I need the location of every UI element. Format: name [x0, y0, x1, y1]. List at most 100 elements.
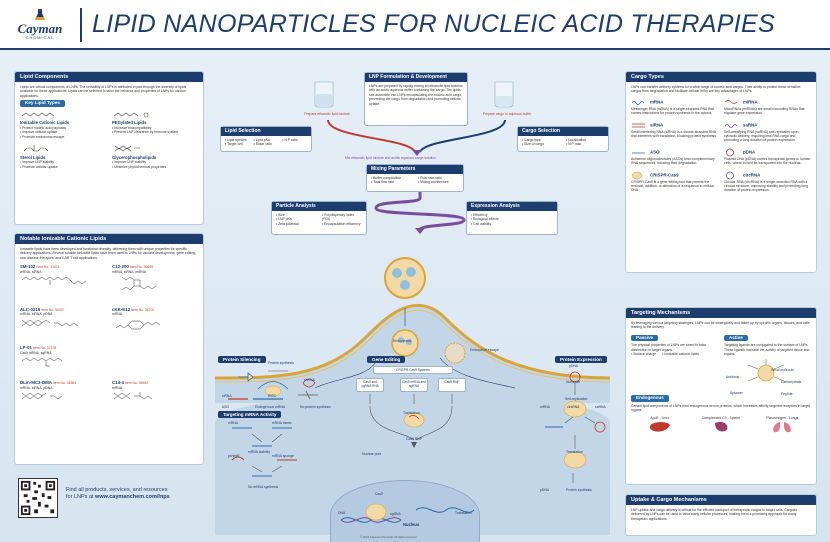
- footer-text: Find all products, services, and resourc…: [66, 487, 170, 500]
- mix-label: Mix ethanolic lipid mixture and acidic a…: [345, 156, 437, 160]
- sterol-lipid-icon: [23, 145, 49, 152]
- lipid-entry[interactable]: [112, 346, 198, 369]
- protein-silencing-heading: Protein Silencing: [218, 356, 266, 363]
- chemical-structure-icon: [21, 392, 63, 400]
- organ-spleen: Complement C3 - Spleen: [692, 416, 749, 436]
- qr-code-icon[interactable]: [18, 478, 58, 518]
- header-divider: [80, 8, 82, 42]
- lipid-components-intro: Lipids are critical components of LNPs. …: [20, 85, 187, 98]
- pdna-icon: [726, 148, 734, 157]
- translation-label: Translation: [403, 411, 420, 415]
- pshmir-label: pshmiR: [228, 454, 240, 458]
- sirna-label: siRNA: [222, 394, 232, 398]
- cargo-item-sarna[interactable]: saRNA Self-amplifying RNA (saRNA) self-r…: [724, 122, 799, 143]
- notable-lipids-grid: SM-102 Item No. 33474 mRNA, siRNA C12-20…: [20, 264, 198, 404]
- mrna-sponge-label: mRNA sponge: [272, 454, 294, 458]
- lipid-types-grid: Ionizable Cationic Lipids Protect nuclei…: [20, 111, 198, 169]
- cell-membrane: [215, 257, 610, 403]
- gene-editing-diagram: [369, 394, 453, 448]
- active-targeting: Active Targeting ligands are conjugated …: [724, 334, 810, 396]
- lipid-entry[interactable]: DLin-MC3-DMA Item No. 34364 mRNA, siRNA,…: [20, 380, 106, 404]
- risc-label: RISC: [268, 394, 277, 398]
- cargo-item-crispr[interactable]: CRISPR-Cas9 CRISPR-Cas9 is a gene editin…: [631, 171, 715, 193]
- cargo-item-circrna[interactable]: circRNA Circular RNA (circRNA) is a sing…: [724, 171, 808, 193]
- passive-targeting: Passive The physical properties of LNPs …: [631, 333, 718, 390]
- endogenous-text: Certain lipid components of LNPs bind en…: [631, 403, 810, 413]
- ethanolic-lipid-label: Prepare ethanolic lipid mixture: [304, 112, 350, 116]
- cargo-item-mirna[interactable]: miRNA MicroRNAs (miRNAs) are small nonco…: [724, 99, 805, 116]
- lipid-components-heading: Lipid Components: [15, 72, 203, 82]
- mixing-heading: Mixing Parameters: [367, 165, 463, 174]
- nuclear-pore-label: Nuclear pore: [362, 452, 382, 456]
- lipid-selection-panel: Lipid Selection Lipid speciesTarget cell…: [220, 126, 312, 152]
- translation-label: Translation: [566, 450, 583, 454]
- dna-editing-diagram: [340, 503, 475, 523]
- mixing-arrows: [327, 119, 506, 156]
- footer-url-link[interactable]: www.caymanchem.com/lnps: [95, 494, 170, 500]
- uptake-panel: Uptake & Cargo Mechanisms LNP uptake and…: [625, 494, 817, 536]
- nucleus-label: Nucleus: [403, 522, 420, 527]
- targeting-panel: Targeting Mechanisms By leveraging vario…: [625, 307, 817, 485]
- organ-liver: ApoE - Liver: [631, 416, 688, 436]
- lipid-type: Glycerophospholipids Improve LNP stabili…: [112, 143, 198, 169]
- uptake-heading: Uptake & Cargo Mechanisms: [626, 495, 816, 505]
- protein-expression-diagram: [545, 371, 606, 483]
- cayman-logo[interactable]: Cayman CHEMICAL: [10, 8, 70, 42]
- gene-editing-heading: Gene Editing: [367, 356, 406, 363]
- translation-label: Translation: [455, 511, 472, 515]
- no-protein-synthesis-label: No protein synthesis: [300, 405, 331, 409]
- organ-lungs: Plasminogen - Lungs: [754, 416, 811, 436]
- cargo-selection-panel: Cargo Selection Cargo typeSize of cargo …: [517, 126, 609, 152]
- logo-text: Cayman: [17, 21, 63, 36]
- chemical-structure-icon: [113, 392, 153, 400]
- lipid-type: Sterol Lipids Improve LNP stabilityPromo…: [20, 143, 106, 169]
- aqueous-cargo-label: Prepare cargo in aqueous buffer: [482, 112, 532, 116]
- lipid-entry[interactable]: C14-4 Item No. 35942 mRNA: [112, 380, 198, 404]
- mrna-label: mRNA: [228, 421, 238, 425]
- cargo-item-pdna[interactable]: pDNA Plasmid DNA (pDNA) carries therapeu…: [724, 148, 811, 166]
- formulation-heading: LNP Formulation & Development: [365, 73, 467, 82]
- nuclease-label: Nuclease: [566, 380, 581, 384]
- endogenous-mrna-label: Endogenous mRNA: [255, 405, 285, 409]
- lipid-entry[interactable]: LP-01 Item No. 37378 Cas9 mRNA, sgRNA: [20, 346, 106, 369]
- crispr-system-box: CRISPR-Cas9 Systems: [373, 366, 453, 374]
- cas9-label: Cas9: [375, 492, 383, 496]
- antibody-label: Antibody: [726, 375, 740, 379]
- protein-expression-heading: Protein Expression: [555, 356, 607, 363]
- circrna-icon: [726, 171, 734, 180]
- notable-lipids-panel: Notable Ionizable Cationic Lipids Ioniza…: [14, 233, 204, 465]
- notable-lipids-heading: Notable Ionizable Cationic Lipids: [15, 234, 203, 244]
- cargo-item-sirna[interactable]: siRNA Small interfering RNA (siRNA) is a…: [631, 122, 717, 139]
- logo-subtext: CHEMICAL: [25, 35, 55, 40]
- spleen-icon: [714, 422, 728, 432]
- cargo-item-mrna[interactable]: mRNA Messenger RNA (mRNA) is a single-st…: [631, 99, 714, 116]
- chemical-structure-icon: [115, 320, 161, 330]
- carbohydrate-label: Carbohydrate: [781, 380, 802, 384]
- chemical-structure-icon: [21, 276, 87, 286]
- sgrna-label: sgRNA: [390, 512, 401, 516]
- endocytosis-label: Endocytosis: [393, 339, 412, 343]
- lipid-entry[interactable]: cKK-E12 Item No. 36700 mRNA: [112, 307, 198, 335]
- flask-icon: [35, 9, 45, 20]
- sarna-icon: [724, 123, 738, 128]
- cargo-types-grid: mRNA Messenger RNA (mRNA) is a single-st…: [631, 98, 811, 196]
- lipid-entry[interactable]: ALC-0315 Item No. 34337 mRNA, siRNA, pDN…: [20, 307, 106, 335]
- sarna-label: saRNA: [595, 405, 606, 409]
- glycerophospholipid-icon: [114, 145, 140, 152]
- beaker-icon: [314, 81, 334, 108]
- cargo-item-aso[interactable]: ASO Antisense oligonucleotides (ASOs) bi…: [631, 149, 715, 166]
- targeting-mrna-diagram: [231, 427, 297, 477]
- lipid-type: PEGylated Lipids Increase biocompatibili…: [112, 111, 198, 139]
- lipid-entry[interactable]: C12-200 Item No. 36699 mRNA, siRNA, miRN…: [112, 264, 198, 296]
- aso-label: ASO: [222, 405, 230, 409]
- targeting-mrna-heading: Targeting mRNA Activity: [218, 411, 282, 418]
- lungs-icon: [773, 422, 792, 433]
- shrna-label: shRNA: [304, 378, 315, 382]
- pdna-label: pDNA: [540, 488, 550, 492]
- gene-editing-option: Cas9 mRNA and sgRNA: [400, 378, 428, 392]
- expression-analysis-heading: Expression Analysis: [467, 202, 557, 211]
- lipid-entry[interactable]: SM-102 Item No. 33474 mRNA, siRNA: [20, 264, 106, 296]
- copyright: © 2024 Cayman Chemical. All rights reser…: [360, 535, 418, 539]
- endogenous-organs: ApoE - Liver Complement C3 - Spleen Plas…: [631, 416, 811, 436]
